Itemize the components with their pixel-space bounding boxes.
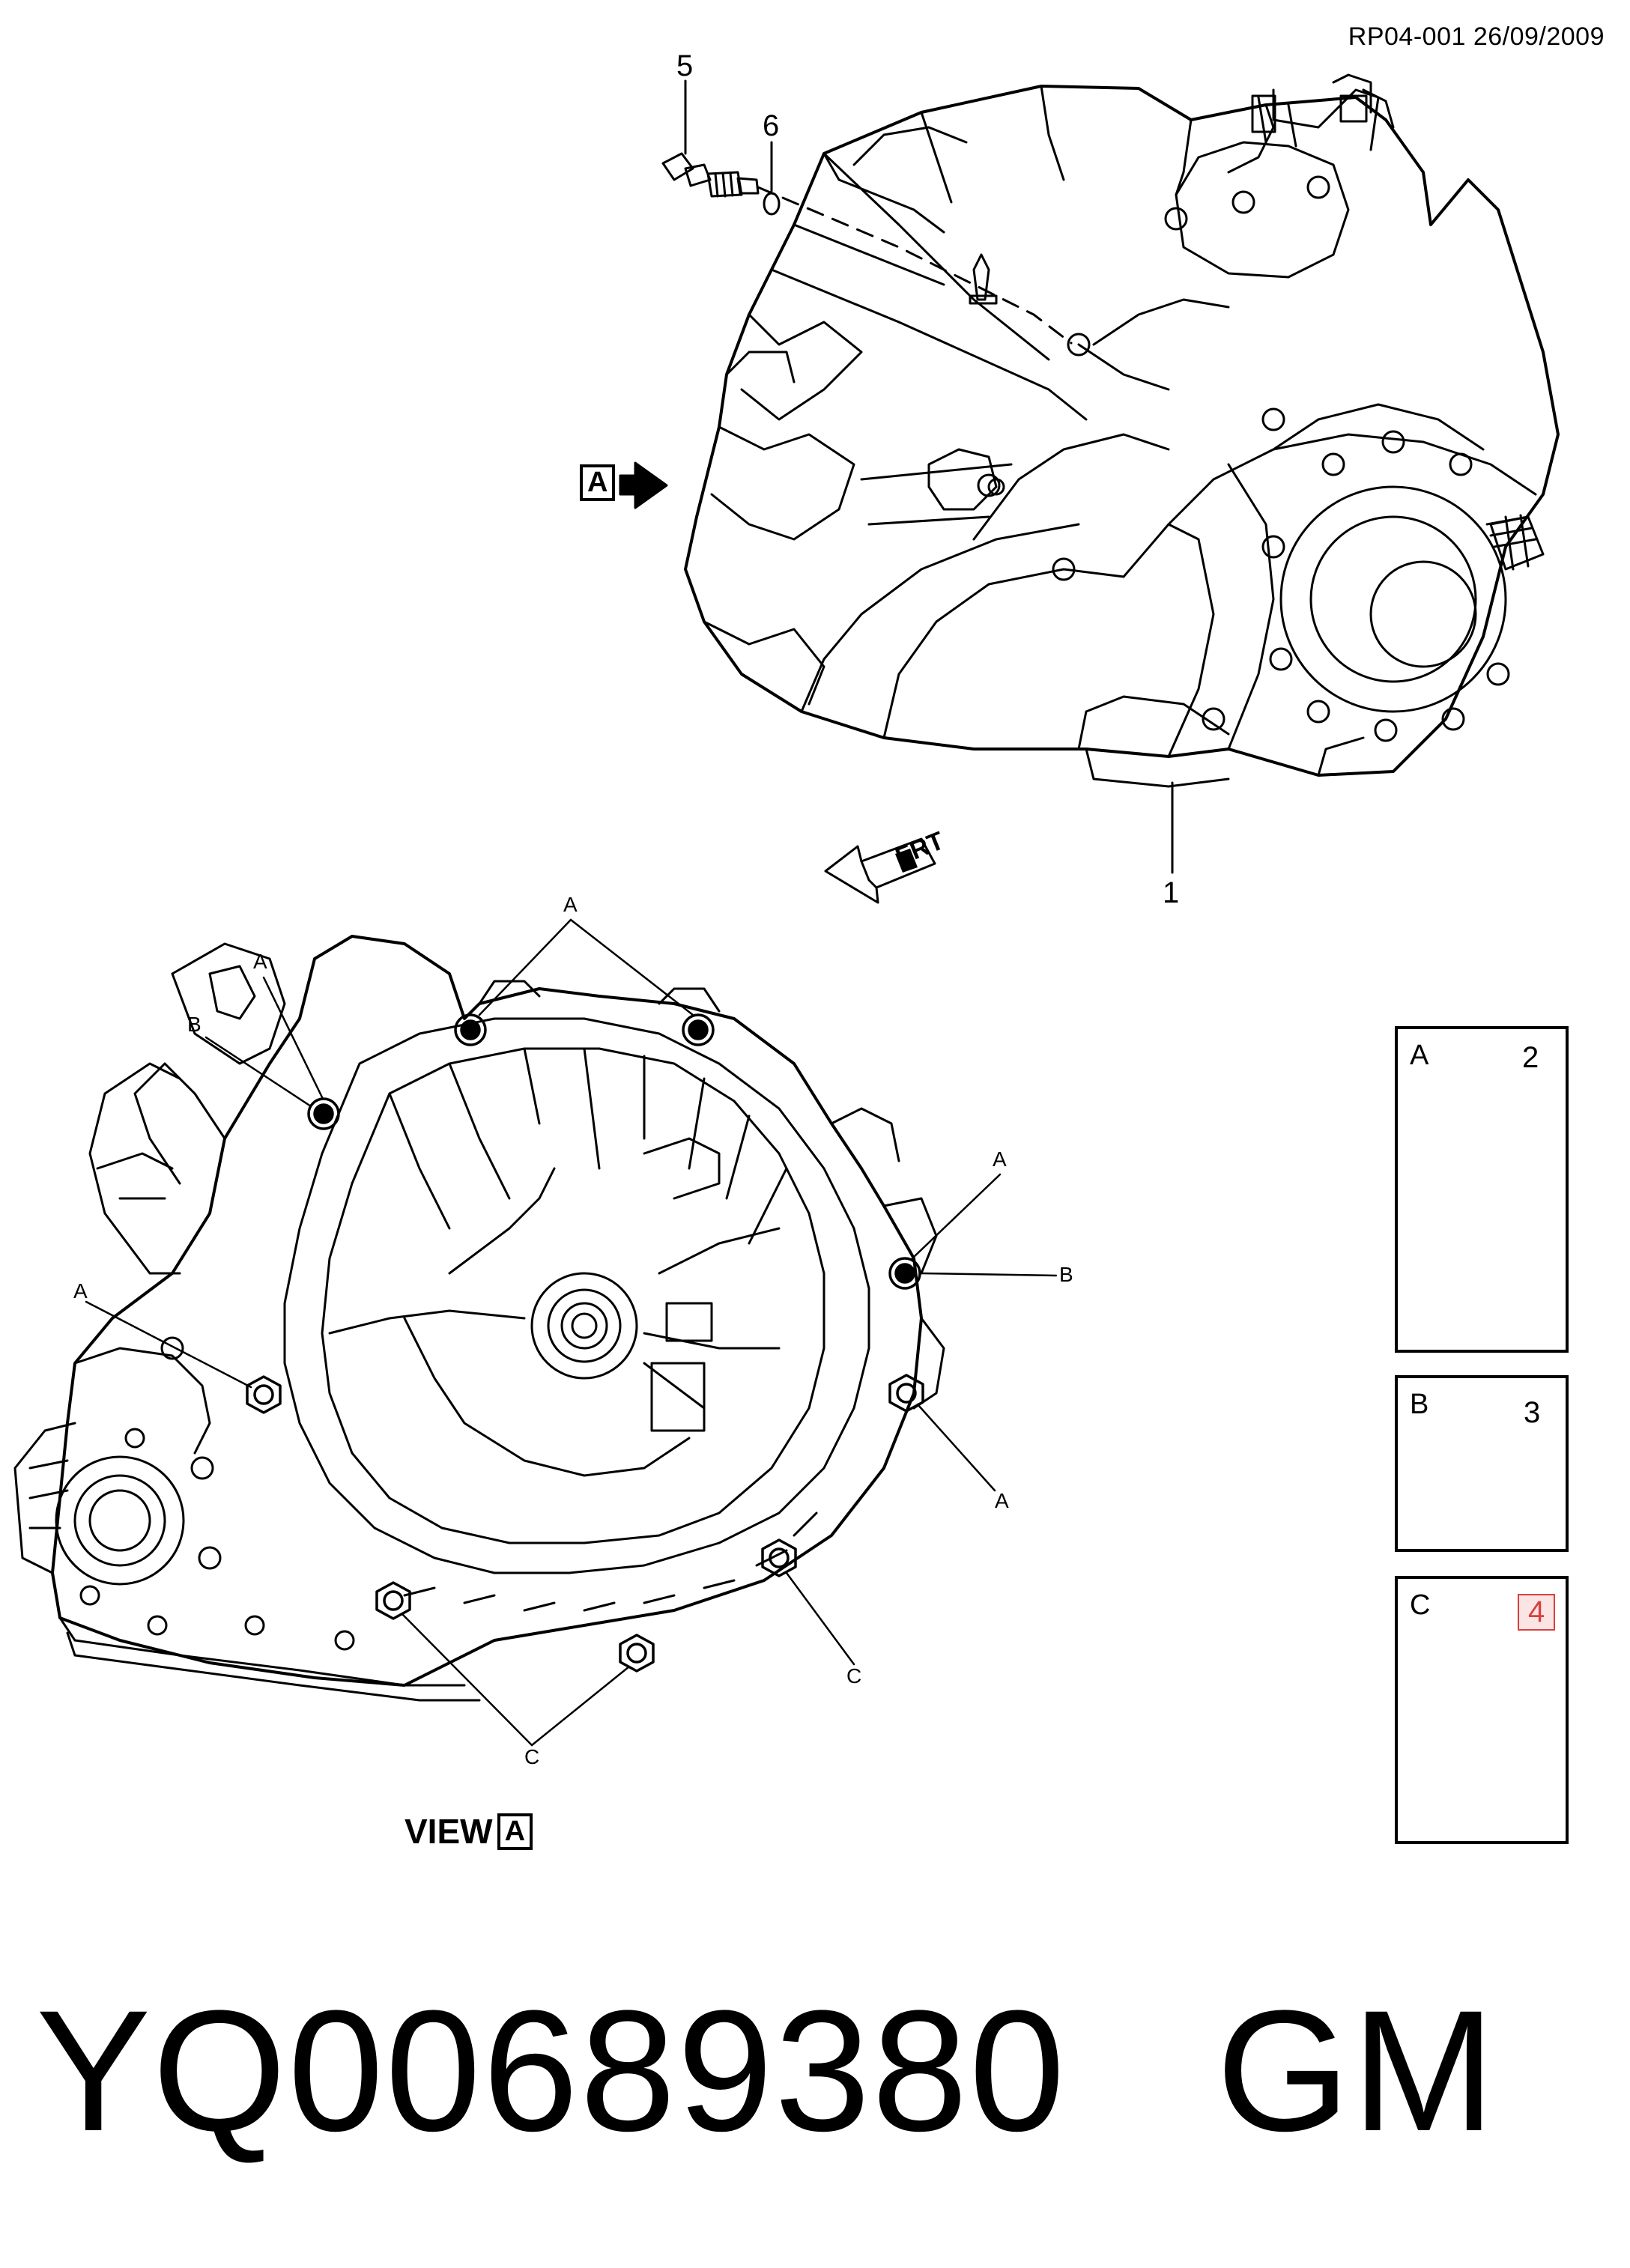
seal-ring-illustration [763, 192, 781, 216]
label-b-2: B [1059, 1263, 1073, 1286]
bolt-c-3 [619, 1634, 655, 1673]
label-b-1: B [187, 1013, 202, 1036]
bolt-b-1 [888, 1257, 921, 1290]
view-caption-letter: A [497, 1813, 533, 1850]
bolt-a-1 [307, 1097, 340, 1130]
legend-letter-b: B [1410, 1389, 1429, 1420]
bolt-leader-lines [85, 918, 1058, 1747]
bolt-a-4 [246, 1375, 282, 1414]
legend-box-b: B 3 [1395, 1375, 1569, 1552]
legend-number-b: 3 [1524, 1396, 1541, 1429]
bolt-c-1 [761, 1538, 797, 1577]
bolt-c-2 [375, 1581, 411, 1620]
label-a-5: A [995, 1489, 1009, 1512]
transmission-assembly-illustration [684, 73, 1560, 788]
legend-letter-c: C [1410, 1589, 1431, 1621]
part-number-code: YQ00689380 [36, 1974, 1067, 2167]
legend-number-a: 2 [1522, 1041, 1539, 1074]
bolt-a-2 [454, 1013, 487, 1046]
legend-box-a: A 2 [1395, 1026, 1569, 1353]
speed-sensor-illustration [661, 152, 760, 198]
legend-letter-a: A [1410, 1040, 1429, 1071]
bell-housing-illustration [13, 935, 945, 1702]
legend-box-c: C 4 [1395, 1576, 1569, 1844]
view-a-caption: VIEW A [405, 1811, 533, 1852]
label-a-4: A [73, 1279, 88, 1303]
label-a-1: A [253, 950, 267, 973]
part-number-brand: GM [1216, 1974, 1497, 2167]
bolt-a-5 [888, 1374, 924, 1413]
drawing-reference: RP04-001 26/09/2009 [1348, 22, 1605, 51]
view-a-marker: A [580, 464, 616, 501]
view-a-marker-letter: A [580, 464, 616, 501]
label-c-2: C [524, 1745, 540, 1768]
front-direction-arrow [824, 837, 936, 904]
label-c-1: C [846, 1664, 862, 1688]
legend-number-c: 4 [1518, 1594, 1556, 1631]
callout-6: 6 [763, 109, 780, 142]
bolt-a-3 [682, 1013, 715, 1046]
callout-5: 5 [676, 49, 694, 82]
view-a-arrow [619, 461, 668, 509]
bolt-markers [246, 1013, 924, 1673]
label-a-2: A [563, 893, 578, 916]
callout-1: 1 [1163, 876, 1180, 909]
label-a-3: A [993, 1147, 1007, 1171]
view-caption-text: VIEW [405, 1812, 493, 1851]
